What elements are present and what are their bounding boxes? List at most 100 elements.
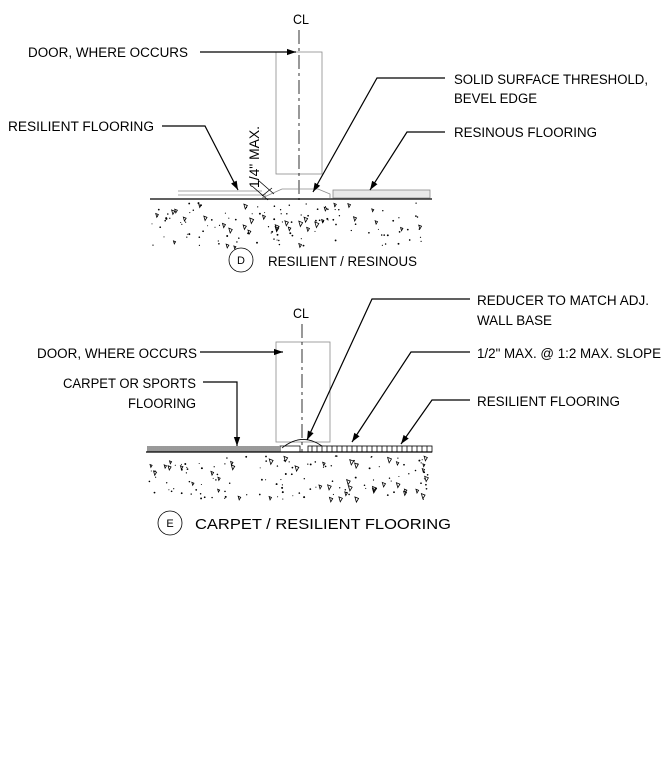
concrete-fill-e — [148, 455, 429, 504]
aggregate-speck — [202, 230, 204, 233]
aggregate-speck — [381, 244, 383, 246]
aggregate-speck — [368, 231, 370, 234]
aggregate-speck — [200, 483, 202, 486]
aggregate-speck — [403, 463, 405, 466]
aggregate-speck — [188, 202, 191, 205]
aggregate-speck — [265, 460, 268, 462]
aggregate-mark — [303, 216, 309, 224]
aggregate-speck — [426, 474, 429, 476]
aggregate-speck — [375, 487, 378, 490]
aggregate-speck — [377, 228, 379, 230]
aggregate-speck — [197, 202, 200, 205]
aggregate-speck — [159, 226, 162, 229]
aggregate-speck — [180, 463, 182, 465]
aggregate-speck — [419, 236, 422, 238]
aggregate-speck — [188, 480, 191, 483]
aggregate-speck — [189, 212, 191, 214]
resilient-flooring-e — [307, 445, 433, 453]
aggregate-speck — [418, 228, 420, 230]
aggregate-speck — [290, 473, 293, 476]
aggregate-speck — [390, 480, 392, 482]
aggregate-mark — [346, 478, 351, 486]
dimension-d: 1/4" MAX. — [247, 126, 275, 201]
aggregate-mark — [294, 465, 300, 473]
aggregate-mark — [230, 464, 236, 471]
aggregate-speck — [334, 239, 337, 242]
aggregate-speck — [207, 225, 209, 227]
aggregate-speck — [174, 464, 176, 466]
aggregate-speck — [309, 488, 312, 490]
door-label-d: DOOR, WHERE OCCURS — [28, 45, 188, 60]
aggregate-speck — [218, 242, 220, 245]
aggregate-speck — [198, 244, 201, 247]
aggregate-speck — [339, 487, 341, 489]
dimension-label-d: 1/4" MAX. — [247, 126, 262, 188]
aggregate-mark — [338, 496, 343, 503]
aggregate-speck — [185, 472, 188, 474]
detail-title-d: RESILIENT / RESINOUS — [268, 254, 417, 269]
aggregate-speck — [165, 482, 168, 484]
aggregate-mark — [381, 481, 387, 488]
aggregate-speck — [332, 218, 335, 221]
aggregate-speck — [423, 478, 426, 480]
aggregate-speck — [327, 208, 329, 211]
aggregate-speck — [236, 241, 238, 243]
aggregate-speck — [291, 466, 294, 469]
aggregate-speck — [184, 463, 187, 465]
aggregate-speck — [224, 497, 226, 499]
threshold-label-line1-d: SOLID SURFACE THRESHOLD, — [454, 72, 648, 87]
aggregate-mark — [347, 202, 352, 209]
aggregate-speck — [257, 206, 259, 208]
aggregate-speck — [226, 235, 229, 237]
aggregate-speck — [278, 226, 280, 228]
aggregate-speck — [275, 483, 278, 486]
aggregate-mark — [318, 484, 323, 490]
aggregate-speck — [335, 223, 337, 226]
aggregate-speck — [284, 473, 287, 475]
aggregate-mark — [217, 476, 221, 482]
resilient-leader-e — [400, 399, 470, 445]
aggregate-speck — [218, 224, 221, 227]
aggregate-speck — [264, 212, 266, 214]
aggregate-speck — [290, 221, 293, 223]
aggregate-speck — [155, 476, 157, 478]
aggregate-speck — [286, 213, 288, 215]
aggregate-speck — [258, 493, 261, 496]
aggregate-speck — [416, 216, 419, 218]
aggregate-mark — [322, 461, 326, 467]
detail-d: CL 1/4" MAX. DOOR, WHERE OCCUR — [8, 11, 648, 273]
aggregate-mark — [422, 463, 426, 468]
aggregate-speck — [354, 476, 357, 479]
aggregate-speck — [418, 459, 421, 462]
aggregate-speck — [326, 217, 329, 220]
aggregate-mark — [323, 206, 328, 212]
aggregate-speck — [300, 238, 302, 240]
aggregate-speck — [302, 244, 305, 247]
aggregate-mark — [243, 203, 248, 211]
aggregate-speck — [422, 498, 425, 500]
aggregate-speck — [259, 467, 261, 469]
aggregate-speck — [383, 234, 386, 236]
aggregate-speck — [298, 492, 301, 494]
resilient-flooring-d — [178, 190, 266, 196]
aggregate-speck — [260, 478, 263, 481]
aggregate-mark — [371, 487, 377, 494]
aggregate-speck — [258, 212, 261, 215]
resinous-label-d: RESINOUS FLOORING — [454, 125, 597, 140]
aggregate-speck — [425, 483, 427, 486]
aggregate-speck — [386, 494, 389, 496]
aggregate-speck — [280, 479, 282, 481]
aggregate-mark — [172, 240, 177, 245]
aggregate-mark — [152, 470, 158, 477]
aggregate-speck — [186, 466, 188, 468]
aggregate-speck — [365, 487, 367, 489]
aggregate-mark — [182, 216, 187, 223]
aggregate-speck — [265, 479, 267, 481]
aggregate-mark — [242, 224, 247, 231]
aggregate-mark — [395, 461, 400, 467]
detail-tag-circle-e — [157, 510, 183, 536]
threshold-d — [261, 188, 331, 199]
resilient-flooring-ticks-e — [311, 446, 428, 452]
aggregate-speck — [344, 488, 347, 491]
